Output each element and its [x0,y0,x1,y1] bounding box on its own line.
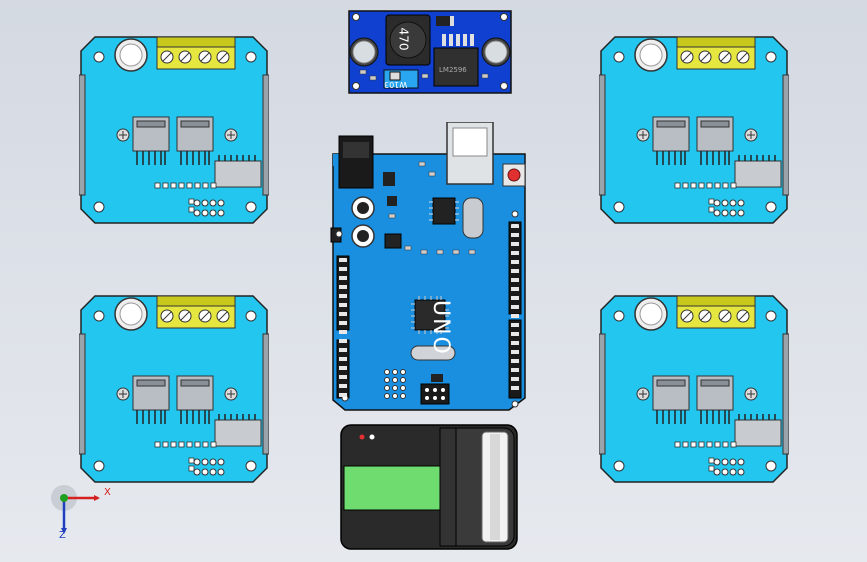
motor-driver-board-bottom-left [79,294,269,484]
digital-header-pins [511,224,519,394]
axis-x-label: X [104,487,111,498]
motor-driver-board-bottom-right [599,294,789,484]
trimmer-label: W103 [384,80,408,89]
coordinate-axis-triad: X Y Z [50,480,120,542]
battery-pack [340,424,518,550]
motor-driver-board-top-left [79,35,269,225]
arduino-uno-board: UNO [329,122,533,412]
buck-converter-module: 470 LM2596 W103 [348,10,512,94]
power-header-pins [339,258,347,398]
inductor-label: 470 [396,27,411,51]
axis-z-label: Z [59,530,66,541]
uno-label: UNO [428,300,453,356]
motor-driver-board-top-right [599,35,789,225]
buck-chip-label: LM2596 [439,66,467,74]
